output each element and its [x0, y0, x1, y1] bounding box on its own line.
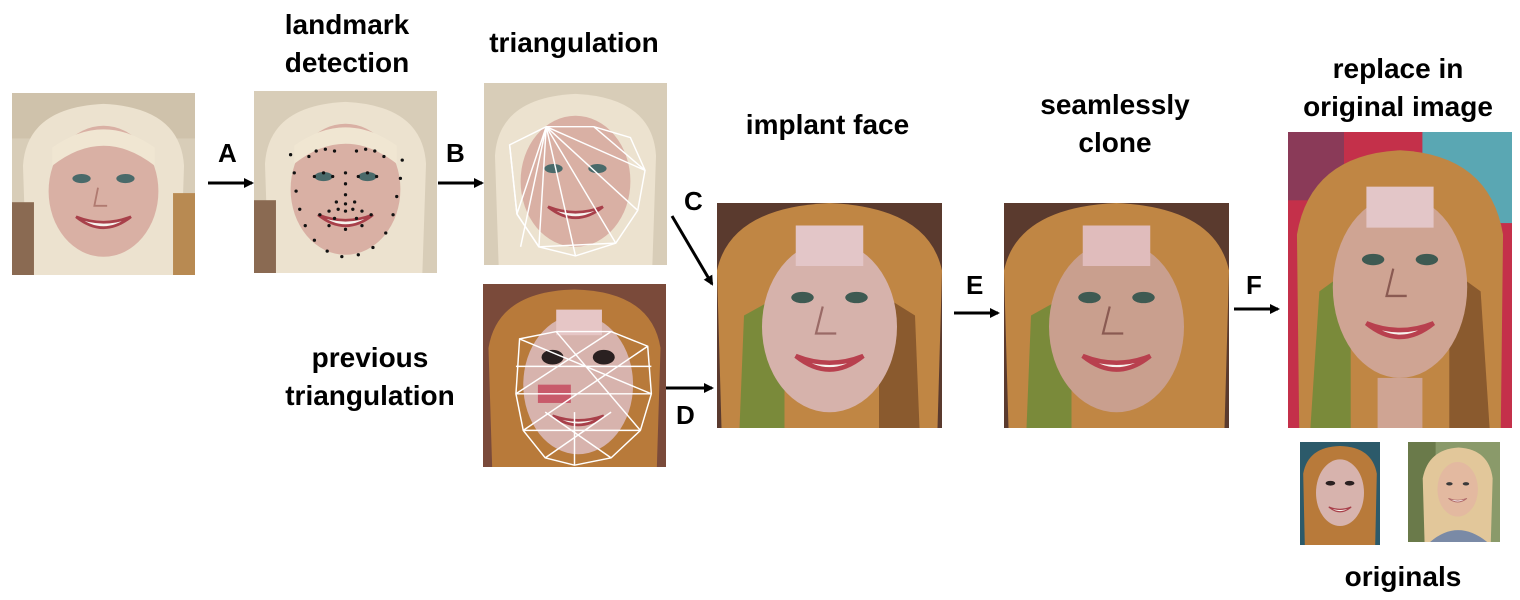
previous-triangulation-title: previous triangulation — [285, 342, 455, 411]
implant-face-image — [717, 203, 942, 428]
step-f-label: F — [1246, 270, 1262, 300]
input-face-image — [12, 93, 195, 275]
previous-triangulation-image — [483, 284, 666, 467]
implant-face-title: implant face — [745, 109, 910, 140]
landmark-points — [288, 147, 404, 259]
final-result-image — [1288, 132, 1512, 428]
triangle-mesh — [508, 125, 646, 257]
originals-caption: originals — [1344, 561, 1462, 592]
triangulation-title: triangulation — [489, 27, 659, 58]
seamlessly-clone-title: seamlessly clone — [1040, 89, 1190, 158]
replace-original-title: replace in original image — [1303, 53, 1493, 122]
landmark-detection-title: landmark detection — [284, 9, 410, 78]
landmark-detection-image — [254, 91, 437, 273]
previous-triangle-mesh — [515, 330, 653, 466]
arrow-c — [670, 215, 714, 286]
triangulation-image — [484, 83, 667, 265]
step-a-label: A — [218, 138, 237, 168]
step-c-label: C — [684, 186, 703, 216]
original-painted-thumbnail — [1300, 442, 1380, 545]
original-photo-thumbnail — [1408, 442, 1500, 542]
step-e-label: E — [966, 270, 984, 300]
seamless-clone-image — [1004, 203, 1229, 428]
step-b-label: B — [446, 138, 465, 168]
step-d-label: D — [676, 400, 695, 430]
